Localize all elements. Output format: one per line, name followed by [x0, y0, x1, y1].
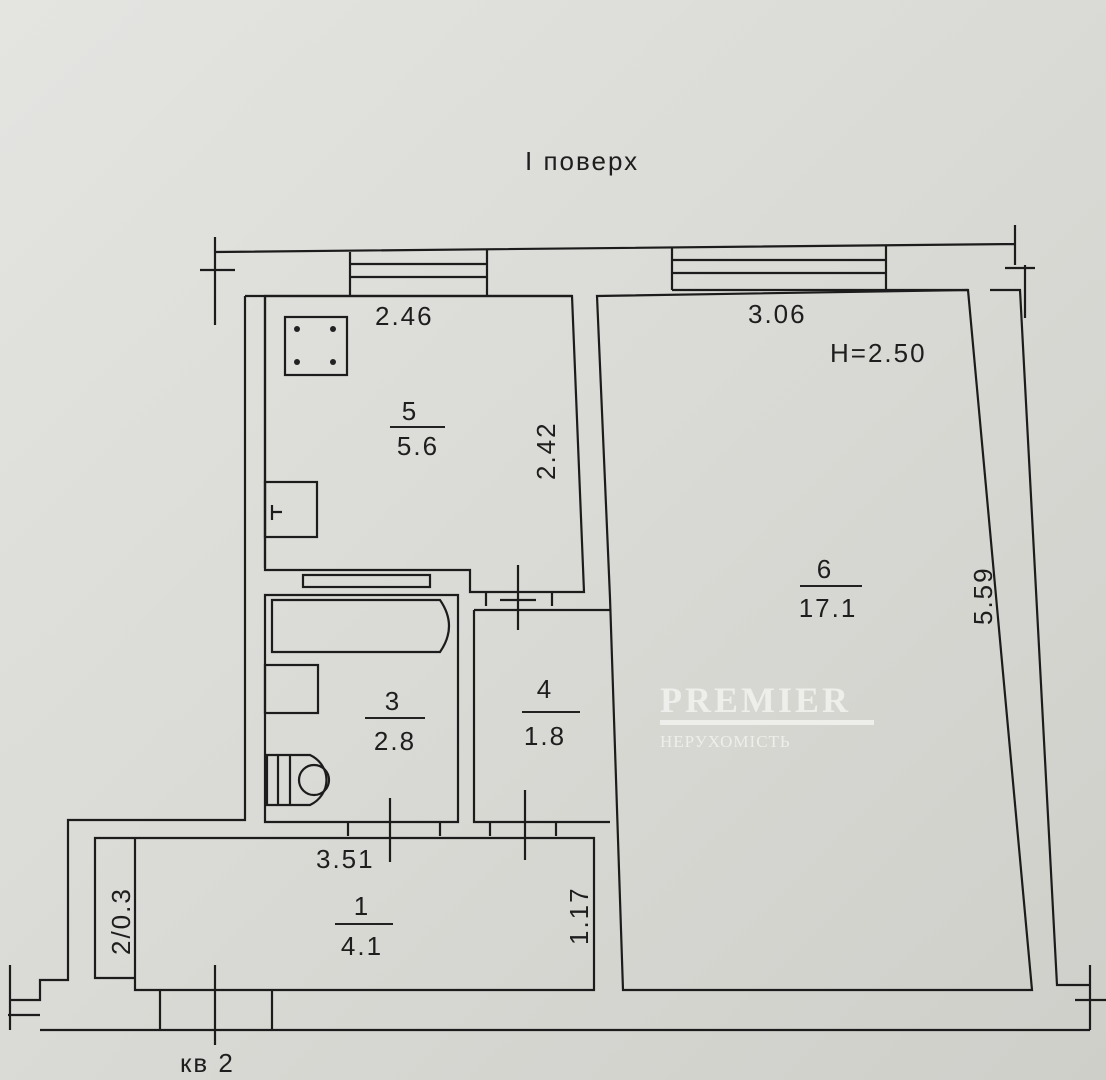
stove-burner: [294, 326, 300, 332]
room-4-area: 1.8: [524, 721, 566, 751]
room-5-number: 5: [402, 396, 418, 426]
room-1-area: 4.1: [341, 931, 383, 961]
room-3-number: 3: [385, 686, 401, 716]
stove-burner: [294, 359, 300, 365]
room-5-area: 5.6: [397, 431, 439, 461]
toilet-bowl-icon: [297, 763, 331, 797]
stove-burner: [330, 359, 336, 365]
kitchen-sink-icon: [263, 480, 319, 539]
kitchen-width: 2.46: [375, 301, 434, 331]
watermark-rule: [660, 720, 874, 725]
stove-burner: [330, 326, 336, 332]
toilet-icon: [265, 753, 328, 807]
floor-title: І поверх: [525, 146, 639, 176]
room-6-number: 6: [817, 554, 833, 584]
neighbor-label: кв 2: [180, 1048, 235, 1078]
faucet-icon: [270, 505, 282, 520]
living-width: 3.06: [748, 299, 807, 329]
room-1-number: 1: [354, 891, 370, 921]
watermark: PREMIER НЕРУХОМІСТЬ: [660, 680, 874, 751]
watermark-subtitle: НЕРУХОМІСТЬ: [660, 732, 791, 751]
radiator-icon: [301, 573, 432, 589]
hall-depth: 1.17: [564, 886, 594, 945]
washbasin-icon: [263, 663, 320, 715]
room-4-number: 4: [537, 674, 553, 704]
fixtures: [263, 315, 451, 807]
room-6-area: 17.1: [799, 593, 858, 623]
bathtub-icon: [270, 598, 451, 654]
closet-label: 2/0.3: [106, 887, 136, 955]
living-depth: 5.59: [968, 566, 998, 625]
labels: 2.46 5 5.6 2.42 3.06 H=2.50 6 17.1 5.59 …: [106, 299, 998, 1078]
ceiling-height: H=2.50: [830, 338, 927, 368]
hall-width: 3.51: [316, 844, 375, 874]
room-3-area: 2.8: [374, 726, 416, 756]
stove-icon: [283, 315, 349, 377]
watermark-brand: PREMIER: [660, 680, 851, 720]
kitchen-depth: 2.42: [531, 421, 561, 480]
